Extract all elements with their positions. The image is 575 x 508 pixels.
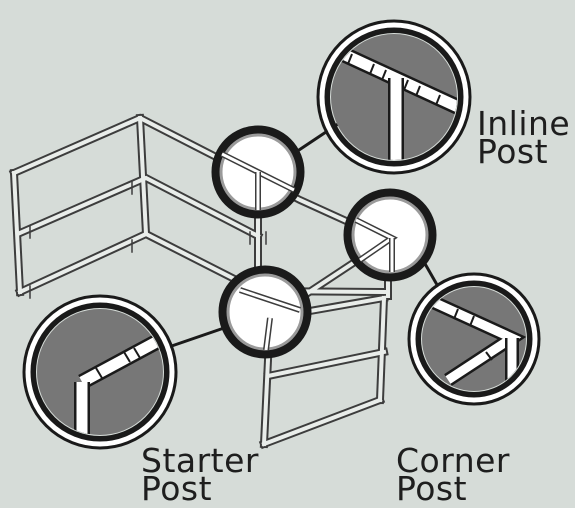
corner-post-label-line1: Corner (396, 441, 511, 480)
highlight-circles (211, 125, 437, 359)
inline-post-label-line1: Inline (477, 104, 571, 143)
starter-post-label-line2: Post (141, 469, 213, 508)
highlight-corner-joint (343, 188, 437, 282)
highlight-starter-joint (218, 265, 312, 359)
inline-post-label-line2: Post (477, 132, 549, 171)
detail-corner-post (407, 272, 541, 406)
detail-starter-post (22, 294, 178, 450)
corner-post-label-line2: Post (396, 469, 468, 508)
highlight-inline-joint (211, 125, 305, 219)
inline-post-label: Inline Post (477, 104, 571, 171)
starter-post-label: Starter Post (141, 441, 259, 508)
corner-post-label: Corner Post (396, 441, 511, 508)
starter-post-label-line1: Starter (141, 441, 259, 480)
detail-inline-post (316, 19, 472, 175)
